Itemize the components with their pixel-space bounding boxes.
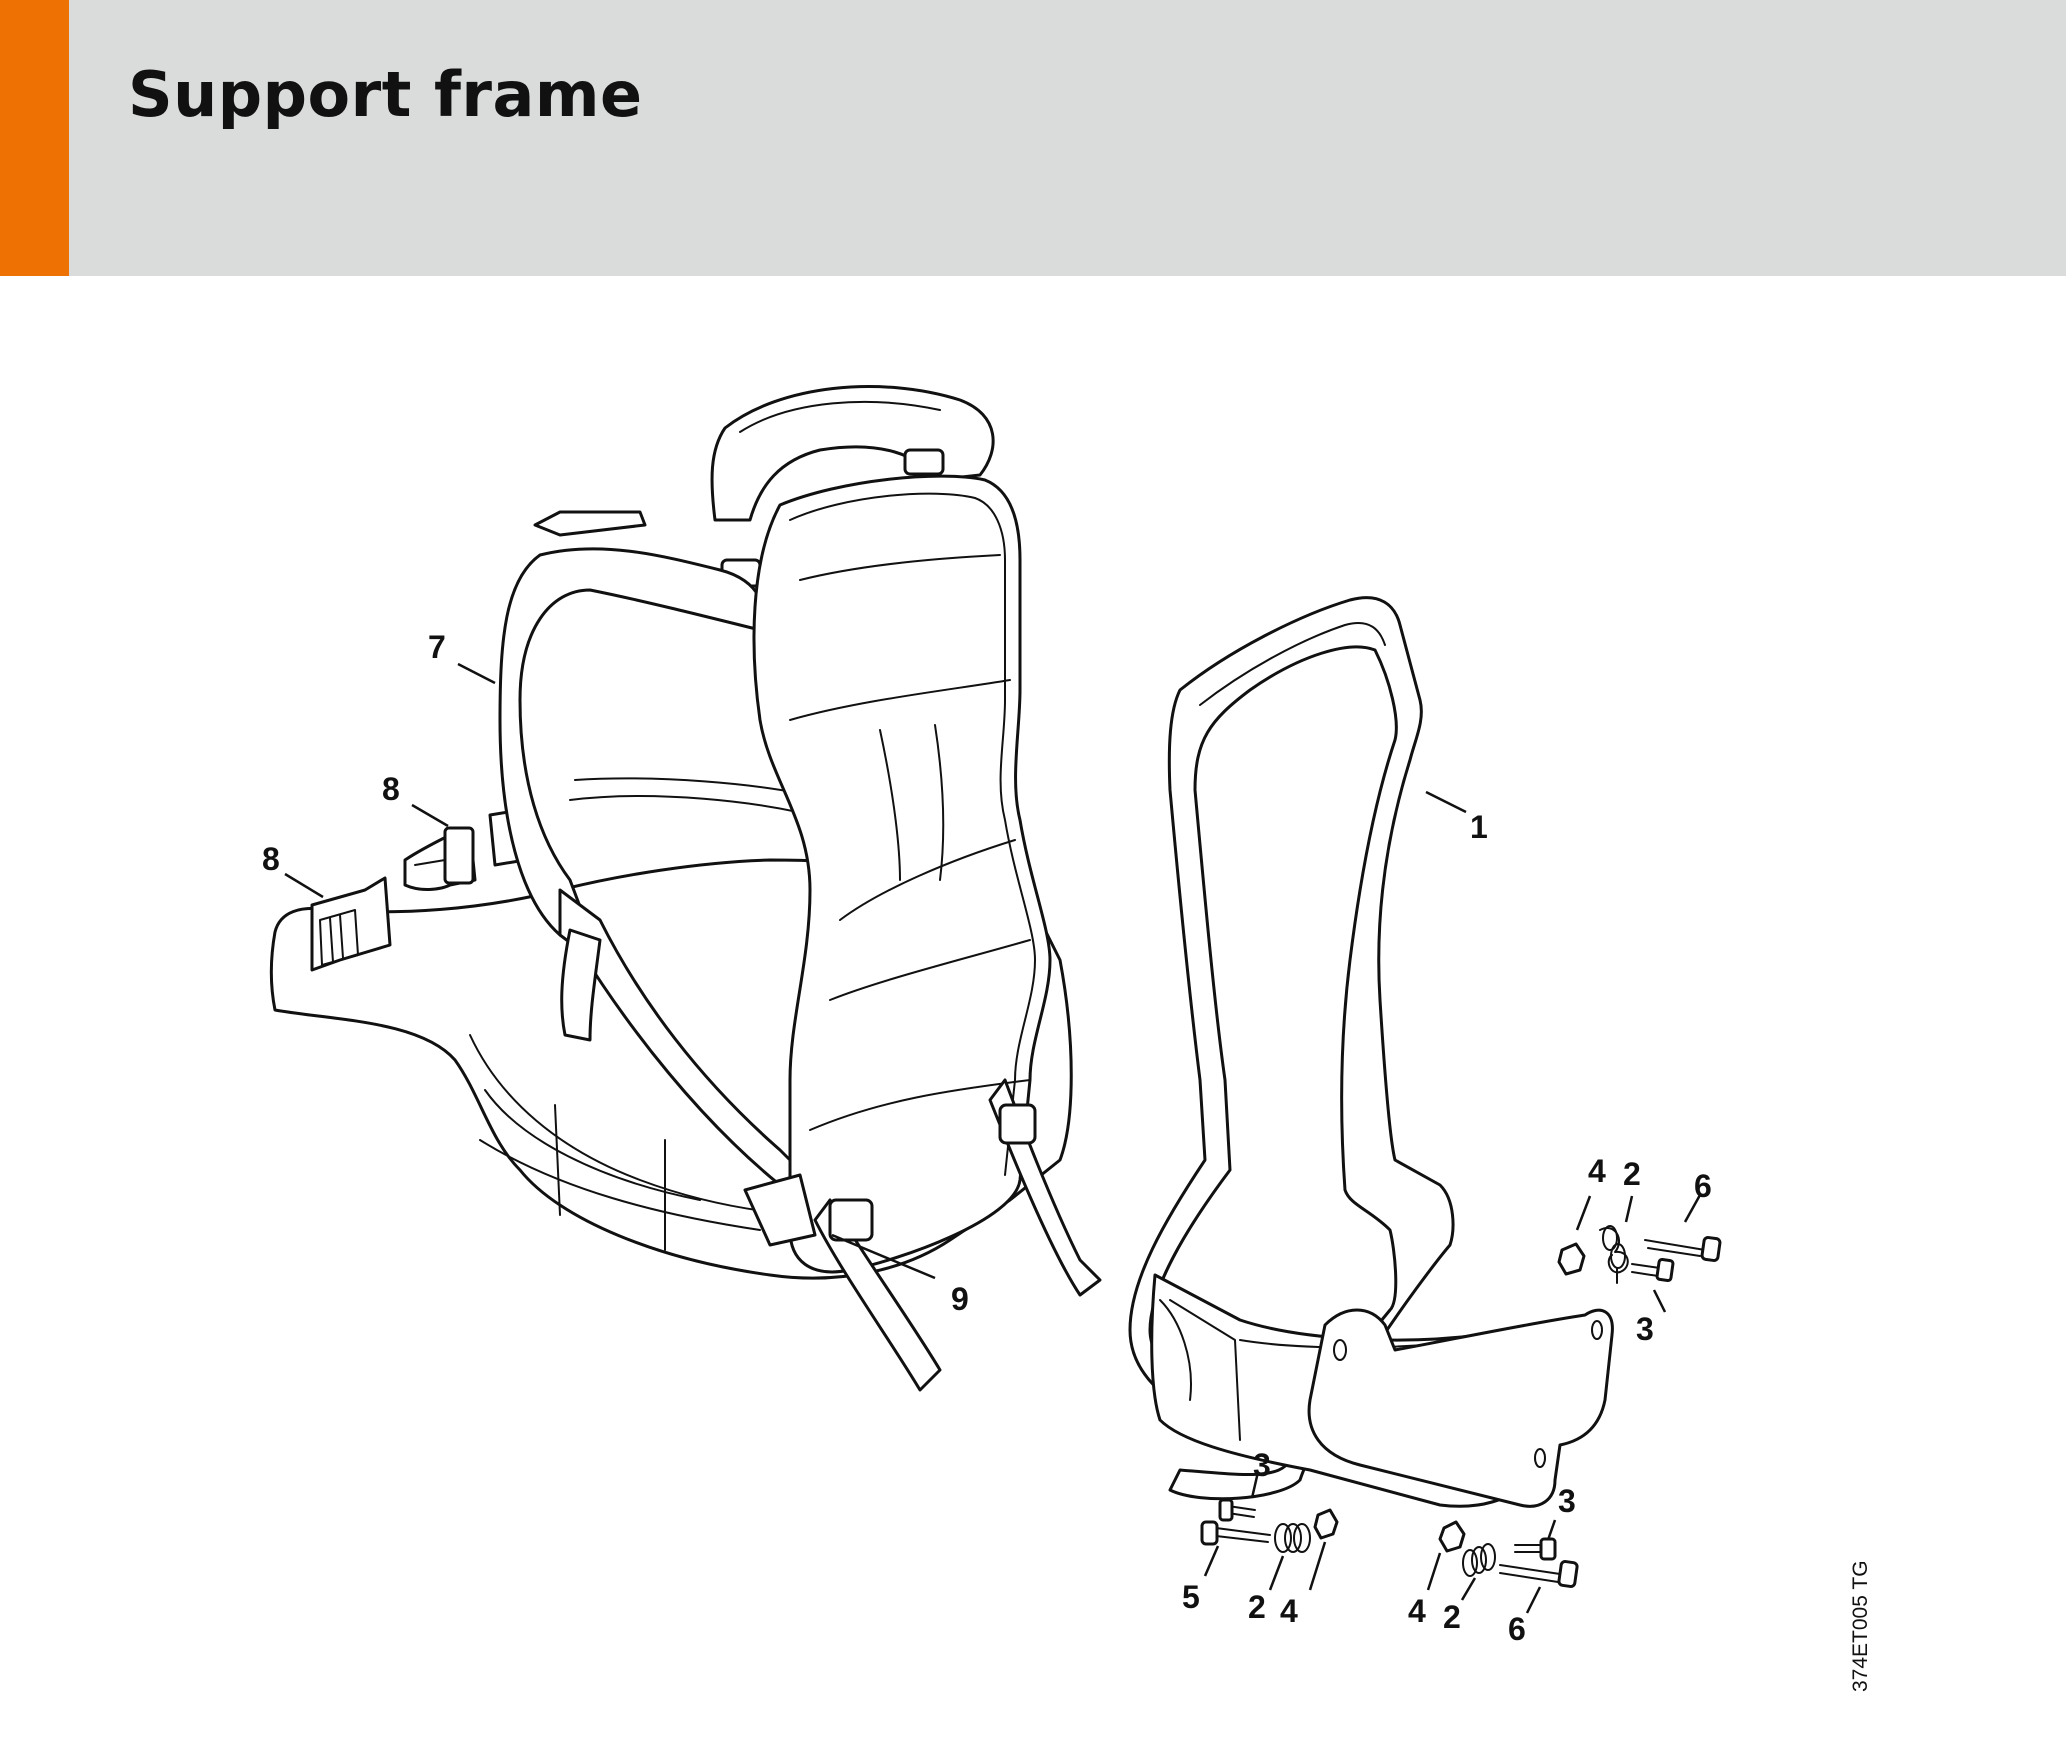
fasteners-lower-right [1438, 1520, 1579, 1588]
leader-lines [284, 662, 1702, 1614]
part-label-2: 2 [1443, 1599, 1461, 1635]
fasteners-upper-right [1557, 1225, 1722, 1284]
part-label-3: 3 [1636, 1311, 1654, 1347]
part-label-2: 2 [1248, 1589, 1266, 1625]
part-label-6: 6 [1694, 1168, 1712, 1204]
part-label-4: 4 [1280, 1593, 1298, 1629]
part-label-2: 2 [1623, 1156, 1641, 1192]
drawing-code: 374ET005 TG [1849, 1560, 1872, 1692]
part-labels: 7 8 8 1 9 4 2 6 3 3 3 5 2 4 4 2 6 [262, 629, 1712, 1647]
page-title: Support frame [128, 58, 643, 131]
part-label-9: 9 [951, 1281, 969, 1317]
buckle-female [310, 876, 392, 972]
backpack-harness [269, 385, 1102, 1392]
part-label-8: 8 [382, 771, 400, 807]
part-label-5: 5 [1182, 1579, 1200, 1615]
part-label-4: 4 [1588, 1153, 1606, 1189]
part-label-3: 3 [1558, 1483, 1576, 1519]
part-label-1: 1 [1470, 809, 1488, 845]
header-accent [0, 0, 69, 276]
part-label-3: 3 [1253, 1447, 1271, 1483]
part-label-7: 7 [428, 629, 446, 665]
part-label-4: 4 [1408, 1593, 1426, 1629]
buckle-male [403, 826, 477, 891]
part-label-8: 8 [262, 841, 280, 877]
support-frame [1128, 596, 1614, 1508]
part-label-6: 6 [1508, 1611, 1526, 1647]
fasteners-lower-left [1200, 1498, 1339, 1553]
header-bar [0, 0, 2066, 276]
